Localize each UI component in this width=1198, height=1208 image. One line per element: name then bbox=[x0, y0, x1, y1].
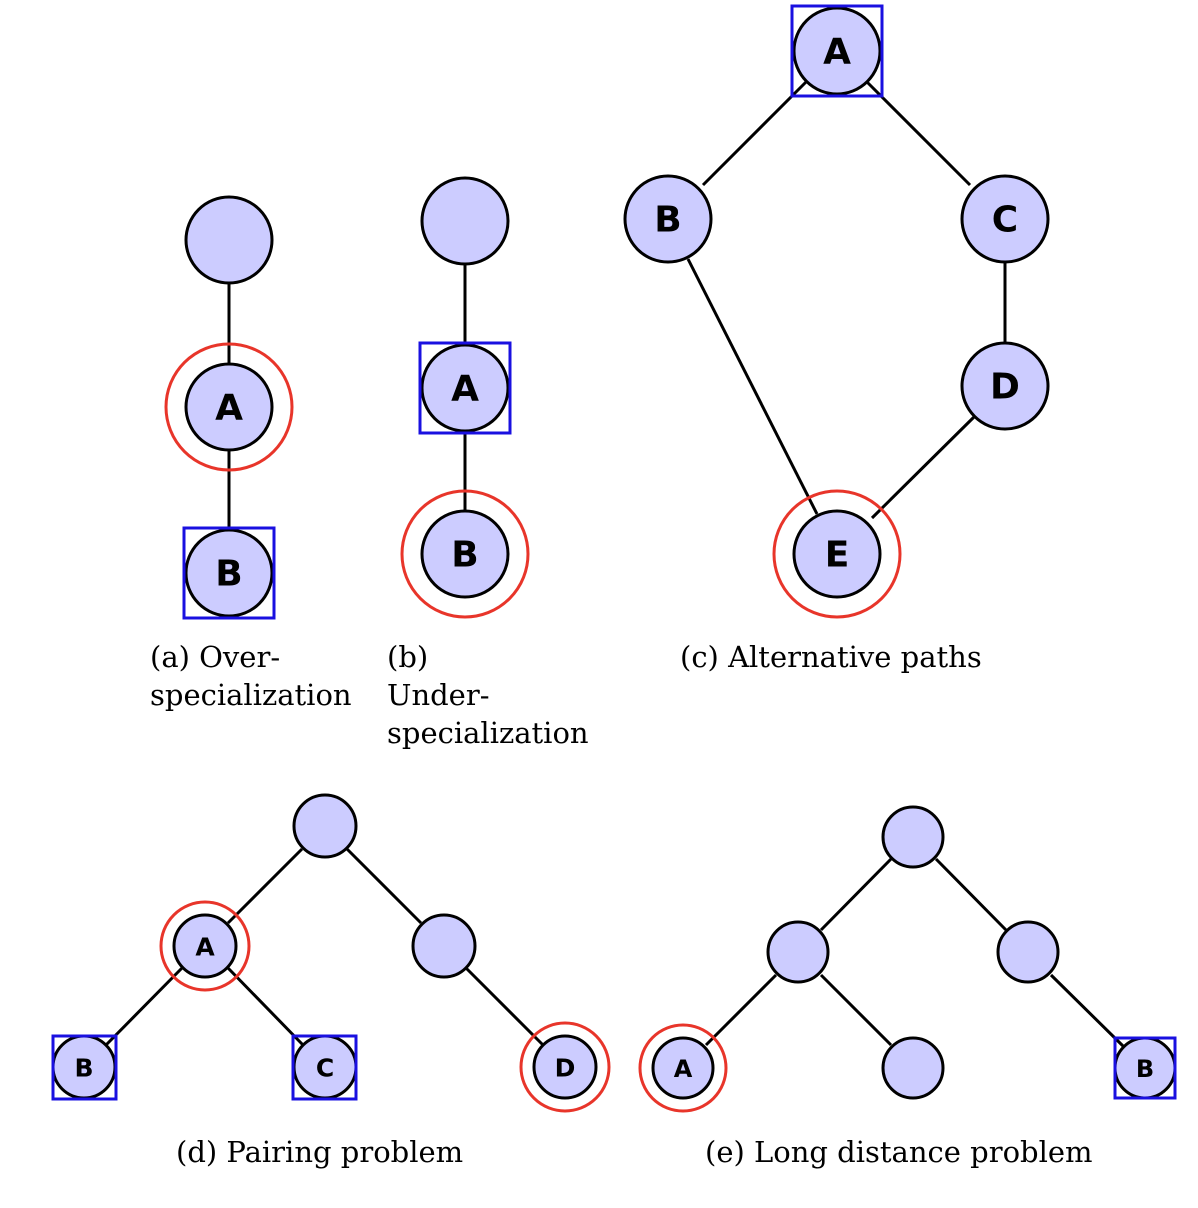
node-d bbox=[960, 341, 1050, 431]
node-mid-right bbox=[996, 920, 1060, 984]
node-a bbox=[420, 343, 510, 433]
node-label-a: A bbox=[215, 388, 243, 429]
edge bbox=[934, 857, 1008, 932]
node-d bbox=[532, 1034, 598, 1100]
node-label-e: E bbox=[825, 535, 850, 576]
edge bbox=[819, 857, 893, 932]
caption-a-line2: specialization bbox=[150, 678, 352, 712]
panel-a: A B bbox=[164, 195, 294, 620]
highlight-box bbox=[418, 341, 512, 435]
edge bbox=[1049, 973, 1125, 1048]
caption-b-line2: Under- bbox=[387, 678, 490, 712]
edge bbox=[464, 966, 545, 1047]
edge bbox=[819, 973, 893, 1047]
node-label-a: A bbox=[451, 369, 479, 410]
node-leaf bbox=[881, 1036, 945, 1100]
edge bbox=[870, 414, 977, 520]
node-b bbox=[420, 509, 510, 599]
node-b bbox=[184, 528, 274, 618]
highlight-ring bbox=[519, 1021, 611, 1113]
panel-d: A B C D bbox=[51, 793, 611, 1113]
node-label-a: A bbox=[674, 1055, 693, 1083]
caption-c: (c) Alternative paths bbox=[680, 640, 982, 674]
highlight-ring bbox=[159, 900, 251, 992]
highlight-ring bbox=[638, 1023, 728, 1113]
highlight-box bbox=[291, 1034, 358, 1101]
highlight-ring bbox=[772, 489, 902, 619]
edge bbox=[686, 258, 819, 515]
panel-c: A B C D E bbox=[623, 4, 1050, 619]
node-label-b: B bbox=[451, 535, 478, 576]
highlight-ring bbox=[400, 489, 530, 619]
caption-a-line1: (a) Over- bbox=[150, 640, 281, 674]
node-label-d: D bbox=[990, 367, 1020, 408]
node-a bbox=[792, 6, 882, 96]
node-root bbox=[881, 805, 945, 869]
edge bbox=[226, 847, 304, 925]
node-label-c: C bbox=[316, 1054, 334, 1083]
node-label-b: B bbox=[654, 200, 681, 241]
node-root bbox=[420, 176, 510, 266]
edge bbox=[104, 966, 184, 1047]
node-a bbox=[184, 362, 274, 452]
highlight-ring bbox=[164, 342, 294, 472]
panel-e: A B bbox=[638, 805, 1177, 1113]
node-c bbox=[960, 174, 1050, 264]
caption-e: (e) Long distance problem bbox=[705, 1135, 1093, 1169]
highlight-box bbox=[1113, 1036, 1177, 1100]
caption-b-line3: specialization bbox=[387, 716, 589, 750]
node-a bbox=[651, 1036, 715, 1100]
edge bbox=[704, 973, 778, 1047]
edge bbox=[701, 80, 808, 187]
edge bbox=[226, 966, 305, 1047]
node-root bbox=[184, 195, 274, 285]
node-label-b: B bbox=[215, 554, 242, 595]
edge bbox=[865, 80, 972, 187]
highlight-box bbox=[51, 1034, 118, 1101]
node-a bbox=[172, 913, 238, 979]
node-mid bbox=[411, 913, 477, 979]
node-label-c: C bbox=[992, 200, 1018, 241]
highlight-box bbox=[790, 4, 884, 98]
node-e bbox=[792, 509, 882, 599]
caption-b-line1: (b) bbox=[387, 640, 429, 674]
node-label-b: B bbox=[1136, 1055, 1154, 1083]
node-root bbox=[292, 793, 358, 859]
caption-d: (d) Pairing problem bbox=[176, 1135, 464, 1169]
node-b bbox=[623, 174, 713, 264]
node-label-a: A bbox=[823, 32, 851, 73]
node-label-b: B bbox=[74, 1054, 93, 1083]
edge bbox=[345, 847, 423, 925]
panel-b: A B bbox=[400, 176, 530, 619]
node-label-d: D bbox=[555, 1054, 576, 1083]
node-label-a: A bbox=[195, 933, 215, 962]
node-mid-left bbox=[766, 920, 830, 984]
highlight-box bbox=[182, 526, 276, 620]
